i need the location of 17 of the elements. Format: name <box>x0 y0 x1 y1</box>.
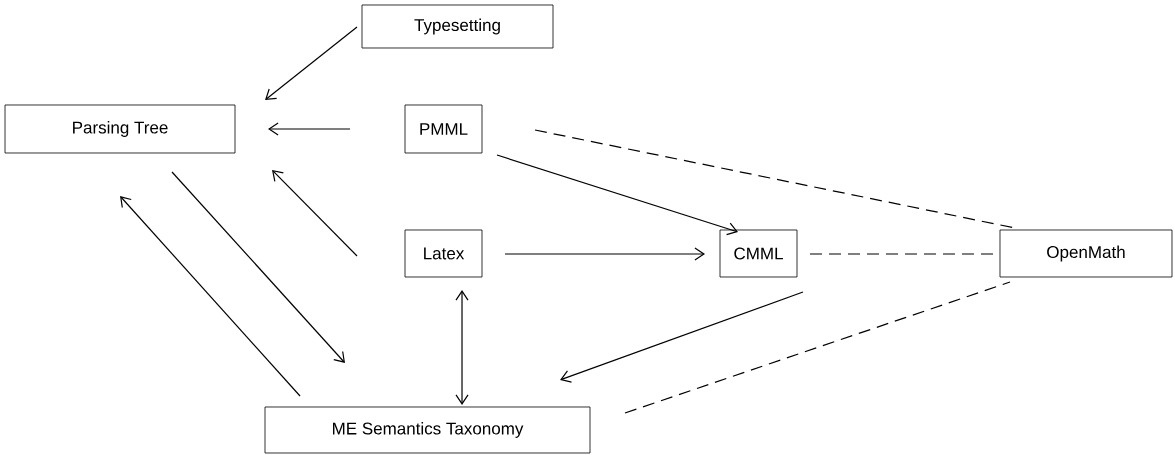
text-box: Typesetting <box>361 4 554 49</box>
arrow <box>268 122 351 136</box>
text-box: Parsing Tree <box>4 104 236 154</box>
text-box: CMML <box>719 229 798 278</box>
arrow <box>496 154 738 236</box>
arrow <box>120 196 301 397</box>
arrow <box>171 171 345 363</box>
arrow <box>504 247 705 261</box>
dashed-line <box>624 281 1011 414</box>
text-box: ME Semantics Taxonomy <box>264 406 591 454</box>
text-box: PMML <box>404 104 483 154</box>
arrow <box>265 26 358 100</box>
arrow <box>455 290 469 405</box>
arrow <box>272 170 358 257</box>
text-box: OpenMath <box>999 229 1173 278</box>
text-box: Latex <box>404 229 483 278</box>
arrow <box>560 291 804 383</box>
